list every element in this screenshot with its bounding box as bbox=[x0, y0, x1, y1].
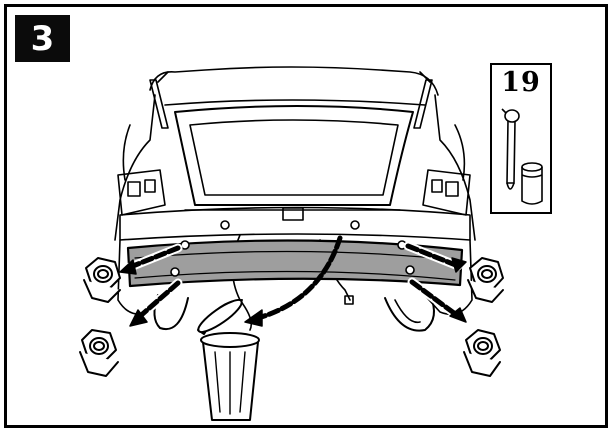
step-number-badge: 3 bbox=[15, 15, 70, 62]
trash-can-icon bbox=[197, 299, 260, 421]
socket-size-label: 19 bbox=[501, 67, 541, 98]
flange-nut-icon bbox=[83, 257, 121, 303]
socket-icon bbox=[521, 162, 543, 205]
tool-panel: 19 bbox=[490, 63, 552, 214]
step-number: 3 bbox=[30, 18, 55, 59]
bumper-beam bbox=[126, 239, 464, 288]
arrow-heads bbox=[119, 257, 467, 327]
flange-nut-icon bbox=[467, 257, 504, 303]
removal-arrows-fill bbox=[125, 235, 461, 321]
car-body bbox=[114, 66, 476, 332]
flange-nut-icon bbox=[79, 329, 119, 377]
flange-nut-icon bbox=[463, 329, 501, 377]
ratchet-wrench-icon bbox=[501, 108, 520, 190]
